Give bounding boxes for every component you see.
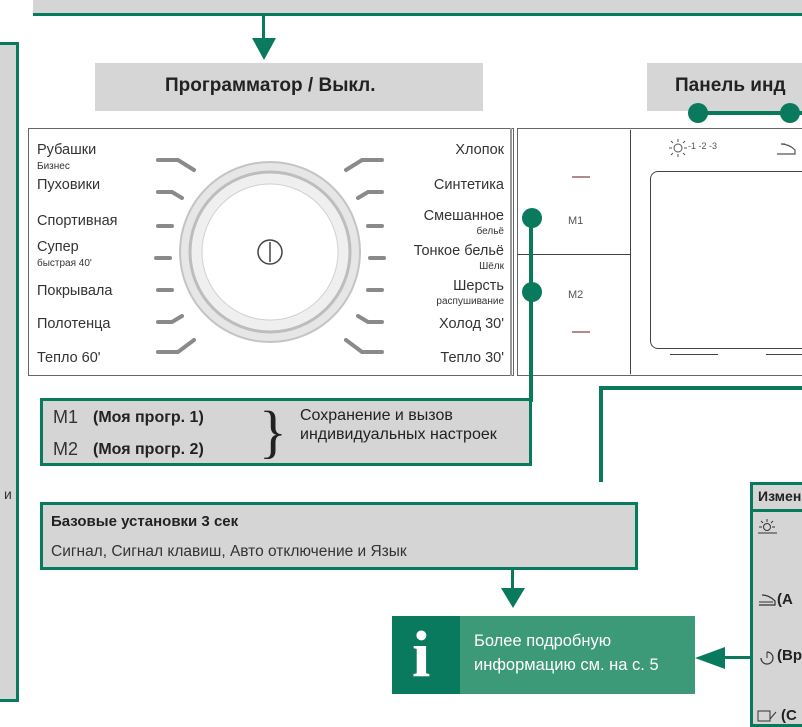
brightness-icon[interactable]: [668, 138, 688, 158]
memory-programs-box: M1 (Моя прогр. 1) M2 (Моя прогр. 2) } Со…: [40, 398, 532, 466]
m1-icon: M1: [53, 407, 79, 427]
program-label-left: Тепло 60': [37, 350, 101, 366]
program-label-left: Полотенца: [37, 316, 111, 332]
indicator-connector-dot: [688, 103, 708, 123]
iron-icon: [759, 594, 776, 606]
dial-panel-inner-edge: [510, 128, 512, 376]
indicator-led: [572, 176, 590, 178]
memory-description: Сохранение и вызов индивидуальных настро…: [300, 407, 497, 443]
arrow-down-icon: [501, 588, 525, 608]
display-underline: [670, 354, 718, 355]
program-label-right: Хлопок: [455, 142, 504, 158]
brace-icon: }: [259, 399, 287, 464]
basic-settings-title: Базовые установки 3 сек: [51, 513, 239, 530]
indicator-panel-title: Панель инд: [675, 75, 786, 96]
m1-panel-label[interactable]: M1: [568, 215, 584, 227]
indicator-panel-header: Панель инд: [647, 63, 802, 111]
dial-panel: [28, 128, 514, 376]
program-label-right: Шерсть: [453, 278, 504, 294]
timer-icon: [760, 651, 774, 665]
program-label-left: Пуховики: [37, 177, 101, 193]
info-text: Более подробную информацию см. на с. 5: [474, 632, 659, 674]
change-panel-title: Измен: [758, 488, 802, 504]
info-icon: i: [412, 618, 431, 691]
indicator-divider: [517, 254, 631, 255]
change-row-label: (А: [777, 591, 793, 608]
top-frame-bar: [33, 0, 802, 14]
program-label-right: Смешанное: [423, 208, 504, 224]
brightness-levels: -1 -2 -3: [688, 141, 718, 151]
arrow-line-top: [262, 14, 265, 44]
left-side-panel: [0, 42, 19, 702]
m2-description: (Моя прогр. 2): [93, 441, 204, 458]
iron-icon[interactable]: [775, 142, 797, 156]
change-connector-horizontal: [602, 386, 802, 390]
program-sublabel-left: Бизнес: [37, 161, 70, 172]
change-row-label: (Вр: [777, 647, 802, 664]
program-label-left: Покрывала: [37, 283, 113, 299]
display-underline: [766, 354, 802, 355]
indicator-vertical-divider: [630, 130, 631, 374]
programmer-header-title: Программатор / Выкл.: [165, 75, 376, 96]
memory-connector-line: [529, 218, 533, 402]
program-label-left: Спортивная: [37, 213, 118, 229]
program-label-left: Супер: [37, 239, 79, 255]
program-label-left: Рубашки: [37, 142, 97, 158]
dial-tick-marks: [154, 158, 386, 354]
basic-settings-body: Сигнал, Сигнал клавиш, Авто отключение и…: [51, 543, 407, 560]
left-fragment-text: и: [4, 486, 12, 502]
info-arrow-line: [720, 656, 756, 659]
program-sublabel-left: быстрая 40': [37, 258, 92, 269]
indicator-led: [572, 331, 590, 333]
arrow-down-icon: [252, 38, 276, 60]
program-sublabel-right: Шёлк: [479, 261, 504, 272]
info-icon-block: [392, 616, 460, 694]
indicator-panel-area: [517, 128, 802, 376]
program-label-right: Синтетика: [433, 177, 504, 193]
indicator-connector-dot: [780, 103, 800, 123]
program-label-right: Тепло 30': [440, 350, 504, 366]
basic-arrow-line: [511, 570, 514, 594]
program-label-right: Тонкое бельё: [413, 243, 504, 259]
m1-description: (Моя прогр. 1): [93, 409, 204, 426]
indicator-connector-line: [700, 111, 802, 115]
basic-settings-box: Базовые установки 3 сек Сигнал, Сигнал к…: [40, 502, 638, 570]
change-connector-vertical: [599, 386, 603, 482]
top-frame-line: [33, 13, 802, 16]
info-box: i Более подробную информацию см. на с. 5: [392, 616, 695, 694]
brightness-icon: [758, 519, 777, 534]
change-panel-divider: [753, 509, 802, 512]
programme-selector-dial[interactable]: [150, 130, 390, 370]
programmer-header: Программатор / Выкл.: [95, 63, 483, 111]
m2-icon: M2: [53, 439, 79, 459]
program-label-right: Холод 30': [438, 316, 504, 332]
display-window: [650, 171, 802, 349]
m2-panel-label[interactable]: M2: [568, 289, 584, 301]
program-sublabel-right: бельё: [476, 226, 504, 237]
change-row-label: (С: [781, 707, 797, 724]
program-sublabel-right: распушивание: [436, 296, 504, 307]
arrow-left-icon: [695, 647, 725, 669]
change-panel: Измен (А (Вр (С: [750, 482, 802, 727]
